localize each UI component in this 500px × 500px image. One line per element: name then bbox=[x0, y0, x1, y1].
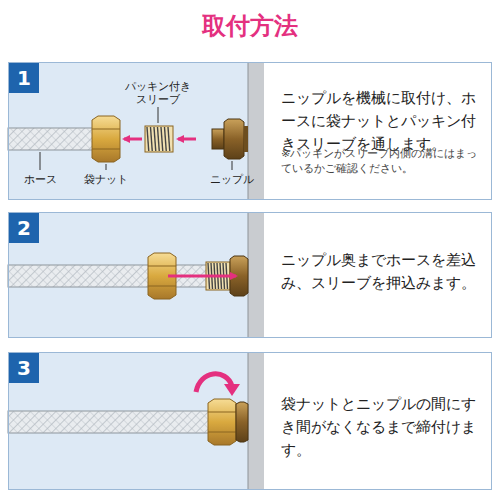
step-number-text: 3 bbox=[17, 356, 31, 380]
title: 取付方法 bbox=[0, 10, 500, 42]
part-label: パッキン付き スリーブ bbox=[118, 80, 198, 106]
step-number-text: 2 bbox=[17, 216, 31, 240]
step-text: ニップル奥までホースを差込み、スリーブを押込みます。 bbox=[281, 249, 487, 295]
note-text: ※パッキンがスリーブ内側の溝にはまっているかご確認ください。 bbox=[281, 147, 487, 177]
step-number: 2 bbox=[9, 213, 39, 243]
step-panel: 袋ナットとニップルの間にすき間がなくなるまで締付けます。 3 bbox=[8, 352, 492, 490]
step-number-text: 1 bbox=[17, 66, 31, 90]
step-number: 1 bbox=[9, 63, 39, 93]
part-label: ニップル bbox=[210, 173, 254, 186]
part-label: 袋ナット bbox=[84, 173, 128, 186]
step-text: ニップルを機械に取付け、ホースに袋ナットとパッキン付きスリーブを通します。 bbox=[281, 87, 487, 157]
step-text: 袋ナットとニップルの間にすき間がなくなるまで締付けます。 bbox=[281, 393, 487, 463]
step-panel: ニップル奥までホースを差込み、スリーブを押込みます。 2 bbox=[8, 212, 492, 338]
step-number: 3 bbox=[9, 353, 39, 383]
part-label: ホース bbox=[24, 173, 57, 186]
